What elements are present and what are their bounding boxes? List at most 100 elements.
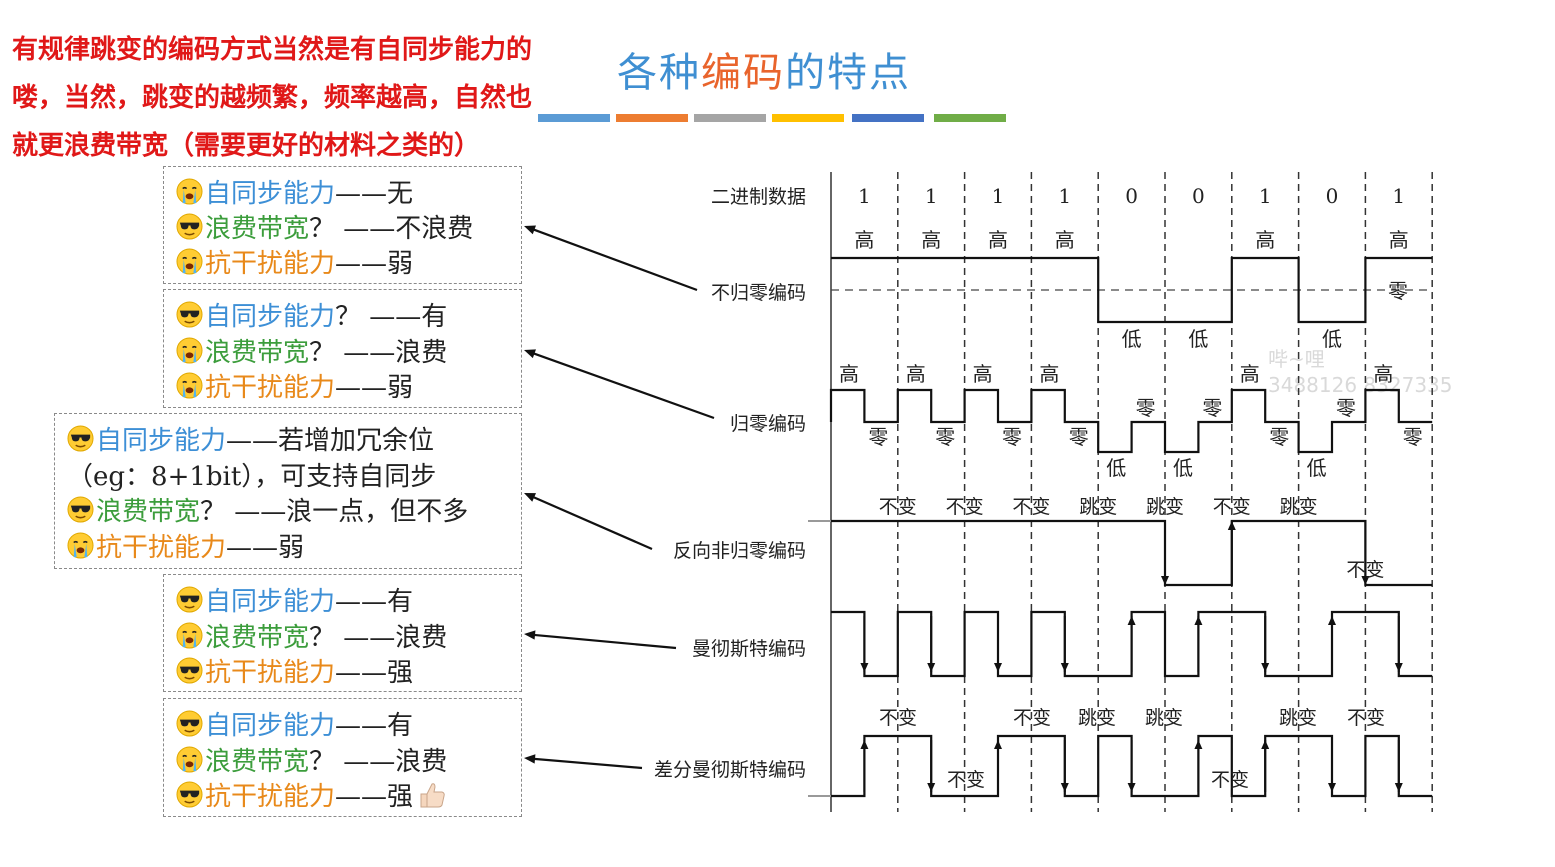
property-label: 浪费带宽 xyxy=(205,338,310,368)
bit-value: 1 xyxy=(992,184,1005,208)
property-value: ——若增加冗余位 xyxy=(226,426,435,456)
pointer-arrow-line xyxy=(533,352,715,420)
nrz-high-label: 高 xyxy=(854,228,874,252)
property-value: ？ ——浪一点，但不多 xyxy=(200,497,469,527)
property-value: ——强 xyxy=(335,658,414,688)
property-value: ——弱 xyxy=(226,533,305,563)
property-label: 抗干扰能力 xyxy=(205,658,336,688)
property-line: 浪费带宽？ ——浪费 xyxy=(176,332,447,369)
property-value: ？ ——浪费 xyxy=(309,623,448,653)
color-bar xyxy=(616,114,688,122)
bit-value: 1 xyxy=(858,184,871,208)
property-line: （eg：8+1bit），可支持自同步 xyxy=(67,456,436,493)
property-value: ？ ——浪费 xyxy=(309,747,448,777)
crying-face-icon xyxy=(176,248,203,275)
crying-face-icon xyxy=(176,372,203,399)
property-value: ——有 xyxy=(335,711,414,741)
sunglasses-face-icon xyxy=(176,301,203,328)
property-value: ？ ——浪费 xyxy=(309,338,448,368)
diff-manchester-label: 不变 xyxy=(1013,707,1051,729)
rz-high-label: 高 xyxy=(906,362,926,386)
property-line: 抗干扰能力——弱 xyxy=(67,527,304,564)
binary-data-label: 二进制数据 xyxy=(711,186,806,208)
property-value: ——弱 xyxy=(335,249,414,279)
property-label: 浪费带宽 xyxy=(205,623,310,653)
property-line: 浪费带宽？ ——浪一点，但不多 xyxy=(67,491,468,528)
rz-waveform xyxy=(829,388,1433,454)
pointer-arrow-head xyxy=(524,754,536,764)
bit-value: 1 xyxy=(1259,184,1272,208)
sunglasses-face-icon xyxy=(67,425,94,452)
color-bar xyxy=(934,114,1006,122)
nrz-high-label: 高 xyxy=(921,228,941,252)
crying-face-icon xyxy=(176,178,203,205)
property-line: 自同步能力——若增加冗余位 xyxy=(67,420,434,457)
rz-high-label: 高 xyxy=(973,362,993,386)
nrzi-transition-label: 不变 xyxy=(946,496,984,518)
diff-manchester-label: 跳变 xyxy=(1145,707,1183,729)
property-line: 浪费带宽？ ——不浪费 xyxy=(176,208,473,245)
bit-value: 0 xyxy=(1125,184,1138,208)
sunglasses-face-icon xyxy=(176,213,203,240)
property-line: 浪费带宽？ ——浪费 xyxy=(176,741,447,778)
rz-high-label: 高 xyxy=(839,362,859,386)
diff-manchester-label: 不变 xyxy=(879,707,917,729)
rz-zero-label: 零 xyxy=(868,425,888,449)
rz-zero-label: 零 xyxy=(1269,425,1289,449)
encoding-name: 反向非归零编码 xyxy=(673,540,806,562)
nrzi-transition-label: 跳变 xyxy=(1146,496,1184,518)
manchester-waveform xyxy=(831,610,1433,678)
nrzi-transition-label: 不变 xyxy=(1346,559,1384,581)
rz-zero-label: 零 xyxy=(1002,425,1022,449)
title-part-3: 的特点 xyxy=(785,50,911,96)
property-value: ——弱 xyxy=(335,373,414,403)
property-line: 自同步能力？ ——有 xyxy=(176,296,447,333)
diff-manchester-label: 跳变 xyxy=(1279,707,1317,729)
rz-high-label: 高 xyxy=(1240,362,1260,386)
nrz-waveform xyxy=(831,256,1433,324)
property-value: （eg：8+1bit），可支持自同步 xyxy=(67,462,437,492)
pointer-arrow-head xyxy=(524,493,536,502)
property-value: ？ ——不浪费 xyxy=(309,214,474,244)
sunglasses-face-icon xyxy=(67,496,94,523)
property-value: ——强 xyxy=(335,782,414,812)
rz-zero-label: 零 xyxy=(1069,425,1089,449)
rz-zero-label: 零 xyxy=(1336,396,1356,420)
page-title: 各种编码的特点 xyxy=(617,40,911,98)
diff-manchester-label: 跳变 xyxy=(1078,707,1116,729)
crying-face-icon xyxy=(176,337,203,364)
diff-manchester-waveform xyxy=(831,734,1433,798)
color-bar xyxy=(852,114,924,122)
pointer-arrow-head xyxy=(524,349,536,359)
rz-low-label: 低 xyxy=(1106,456,1126,480)
nrzi-properties-box: 自同步能力——若增加冗余位 （eg：8+1bit），可支持自同步 浪费带宽？ —… xyxy=(54,413,522,569)
nrz-high-label: 高 xyxy=(988,228,1008,252)
pointer-arrow-line xyxy=(533,633,677,650)
crying-face-icon xyxy=(176,746,203,773)
property-line: 抗干扰能力——弱 xyxy=(176,367,413,404)
property-label: 浪费带宽 xyxy=(96,497,201,527)
sunglasses-face-icon xyxy=(176,710,203,737)
property-label: 自同步能力 xyxy=(205,711,336,741)
rz-low-label: 低 xyxy=(1173,456,1193,480)
pointer-arrow-line xyxy=(533,757,643,770)
bit-value: 1 xyxy=(1392,184,1405,208)
property-line: 自同步能力——无 xyxy=(176,173,413,210)
nrzi-waveform xyxy=(831,519,1433,587)
property-label: 自同步能力 xyxy=(205,179,336,209)
diff-manchester-properties-box: 自同步能力 ——有 浪费带宽？ ——浪费 抗干扰能力——强 xyxy=(163,698,522,817)
sunglasses-face-icon xyxy=(176,657,203,684)
rz-zero-label: 零 xyxy=(1136,396,1156,420)
pointer-arrow-head xyxy=(524,225,536,235)
encoding-name: 曼彻斯特编码 xyxy=(692,638,806,660)
diff-manchester-label: 不变 xyxy=(1211,769,1249,791)
rz-high-label: 高 xyxy=(1373,362,1393,386)
rz-zero-label: 零 xyxy=(1403,425,1423,449)
property-line: 浪费带宽？ ——浪费 xyxy=(176,617,447,654)
nrzi-transition-label: 不变 xyxy=(879,496,917,518)
rz-high-label: 高 xyxy=(1039,362,1059,386)
encoding-name: 差分曼彻斯特编码 xyxy=(654,759,806,781)
property-value: ？ ——有 xyxy=(335,302,448,332)
rz-low-label: 低 xyxy=(1307,456,1327,480)
